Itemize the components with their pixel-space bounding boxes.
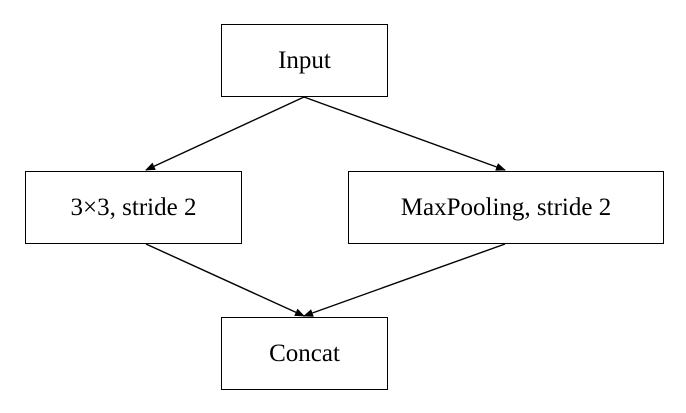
input-node: Input xyxy=(221,24,388,97)
conv-node-label: 3×3, stride 2 xyxy=(70,193,197,221)
concat-node-label: Concat xyxy=(269,339,340,367)
concat-node: Concat xyxy=(221,317,388,390)
edge-input-to-conv xyxy=(145,96,305,171)
conv-node: 3×3, stride 2 xyxy=(25,171,242,244)
edge-conv-to-concat xyxy=(145,243,305,317)
maxpooling-node-label: MaxPooling, stride 2 xyxy=(400,193,612,221)
edge-input-to-pool xyxy=(303,96,506,171)
input-node-label: Input xyxy=(278,46,331,74)
edge-pool-to-concat xyxy=(303,243,506,317)
maxpooling-node: MaxPooling, stride 2 xyxy=(348,171,664,244)
